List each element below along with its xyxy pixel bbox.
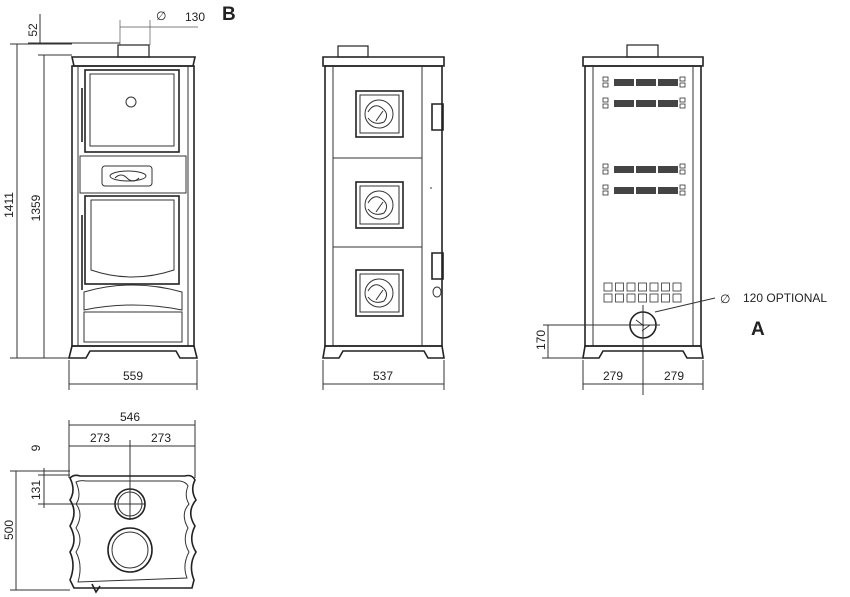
vent-square xyxy=(649,282,659,292)
vent-square xyxy=(672,282,682,292)
vent-square xyxy=(649,293,659,303)
dim-rear-half-left: 279 xyxy=(603,369,623,383)
front-view xyxy=(67,44,199,359)
vent-square xyxy=(672,293,682,303)
dim-plan-half-right: 273 xyxy=(151,431,171,445)
dim-plan-width: 546 xyxy=(120,410,140,424)
vent-square xyxy=(661,282,670,292)
dim-flue-height: 52 xyxy=(26,23,40,37)
vent-square xyxy=(615,293,624,303)
vent-square xyxy=(638,282,647,292)
vent-square xyxy=(626,293,636,303)
vent-square xyxy=(603,282,613,292)
dim-body-height: 1359 xyxy=(29,194,43,221)
dim-rear-half-right: 279 xyxy=(664,369,684,383)
diameter-symbol-b: ∅ xyxy=(156,9,166,23)
dim-plan-half-left: 273 xyxy=(90,431,110,445)
plan-view xyxy=(69,474,197,594)
vent-square xyxy=(615,282,624,292)
vent-square xyxy=(626,282,636,292)
vent-square xyxy=(661,293,670,303)
side-view xyxy=(322,45,445,359)
dim-inlet-height: 170 xyxy=(534,330,548,350)
marker-b: B xyxy=(222,4,236,25)
vent-square xyxy=(638,293,647,303)
dim-plan-depth: 500 xyxy=(2,520,16,540)
marker-a: A xyxy=(751,319,765,340)
diameter-symbol-a: ∅ xyxy=(720,292,730,306)
rear-view xyxy=(543,44,704,395)
dim-total-height: 1411 xyxy=(2,192,16,218)
label-optional-inlet: 120 OPTIONAL xyxy=(743,291,827,305)
vent-square xyxy=(603,293,613,303)
dim-front-width: 559 xyxy=(123,369,143,383)
dim-flue-diameter: 130 xyxy=(185,10,205,24)
dim-plan-offset-flue: 131 xyxy=(29,480,43,500)
dim-plan-offset-small: 9 xyxy=(29,444,43,451)
dim-side-depth: 537 xyxy=(373,369,393,383)
